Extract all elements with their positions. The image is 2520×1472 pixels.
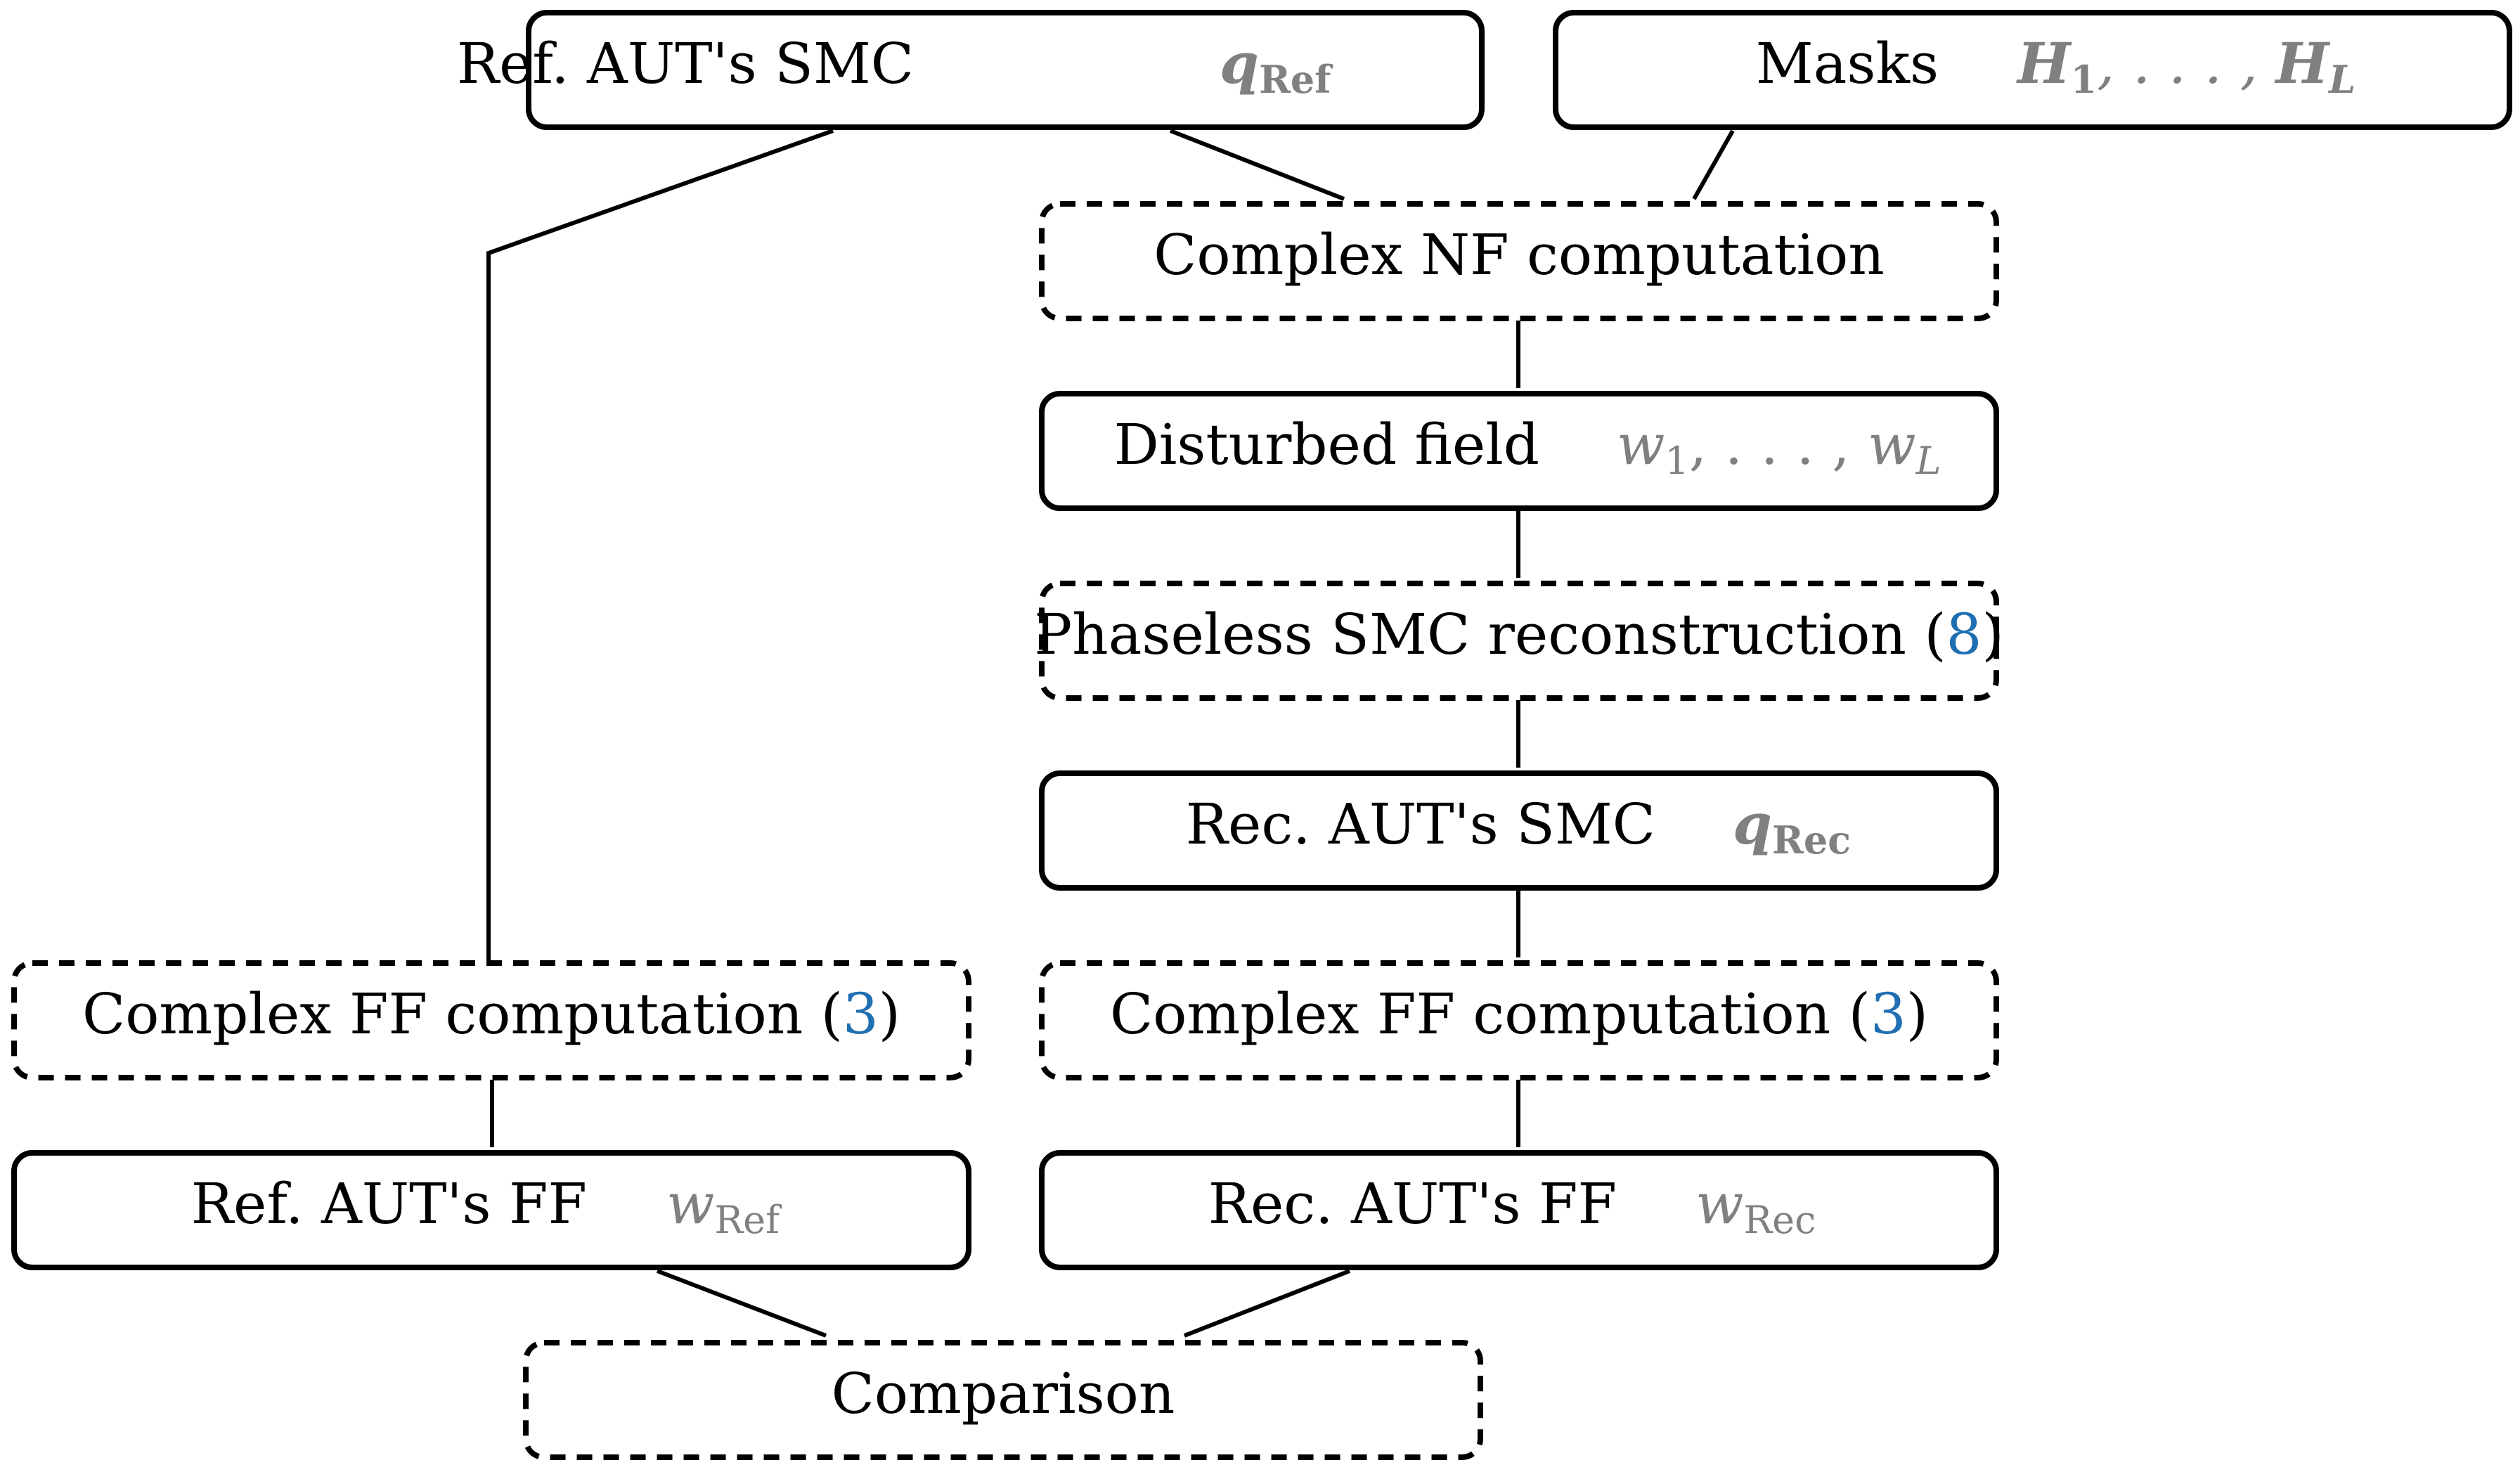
eq-ref-link[interactable]: 3: [1870, 981, 1906, 1047]
edge-masks-to-complex-nf: [1692, 129, 1735, 200]
node-masks: Masks H1, . . . , HL: [1553, 10, 2512, 130]
node-ref-smc-symbol: qRef: [1220, 30, 1333, 102]
node-complex-ff-right-label: Complex FF computation (3): [1110, 981, 1928, 1047]
edge-rec-ff-to-comparison: [1183, 1269, 1351, 1338]
node-complex-nf-label: Complex NF computation: [1154, 222, 1885, 288]
node-rec-smc-symbol: qRec: [1733, 791, 1851, 863]
node-complex-ff-left: Complex FF computation (3): [11, 960, 971, 1080]
node-complex-nf: Complex NF computation: [1039, 201, 1999, 321]
node-phaseless-rec-label: Phaseless SMC reconstruction (8): [1034, 602, 2003, 667]
edge-ref-smc-to-complex-ff-left: [486, 129, 834, 962]
node-complex-ff-right: Complex FF computation (3): [1039, 960, 1999, 1080]
node-complex-ff-left-label: Complex FF computation (3): [82, 981, 900, 1047]
edge-ref-ff-to-comparison: [656, 1269, 827, 1338]
node-ref-smc-label: Ref. AUT's SMC: [457, 31, 914, 96]
node-masks-label: Masks: [1756, 31, 1939, 96]
node-ref-smc: Ref. AUT's SMC qRef: [457, 10, 1485, 130]
edges: [486, 129, 1735, 1338]
node-ref-ff: Ref. AUT's FF wRef: [11, 1150, 971, 1270]
node-disturbed-field-symbol: w1, . . . , wL: [1617, 412, 1941, 483]
node-ref-ff-label: Ref. AUT's FF: [191, 1171, 587, 1237]
node-rec-ff-label: Rec. AUT's FF: [1208, 1171, 1617, 1237]
node-masks-symbol: H1, . . . , HL: [2016, 30, 2356, 102]
node-disturbed-field-label: Disturbed field: [1114, 412, 1539, 477]
node-rec-smc-label: Rec. AUT's SMC: [1186, 792, 1655, 857]
node-rec-ff: Rec. AUT's FF wRec: [1039, 1150, 1999, 1270]
eq-ref-link[interactable]: 8: [1946, 602, 1982, 667]
eq-ref-link[interactable]: 3: [843, 981, 879, 1047]
node-comparison-label: Comparison: [832, 1361, 1175, 1426]
node-rec-ff-symbol: wRec: [1695, 1171, 1816, 1242]
node-phaseless-rec: Phaseless SMC reconstruction (8): [1034, 581, 2004, 701]
node-comparison: Comparison: [523, 1340, 1483, 1460]
node-rec-smc: Rec. AUT's SMC qRec: [1039, 770, 1999, 891]
edge-ref-smc-to-complex-nf: [1169, 129, 1345, 201]
node-disturbed-field: Disturbed field w1, . . . , wL: [1039, 391, 1999, 511]
node-ref-ff-symbol: wRef: [666, 1171, 782, 1242]
